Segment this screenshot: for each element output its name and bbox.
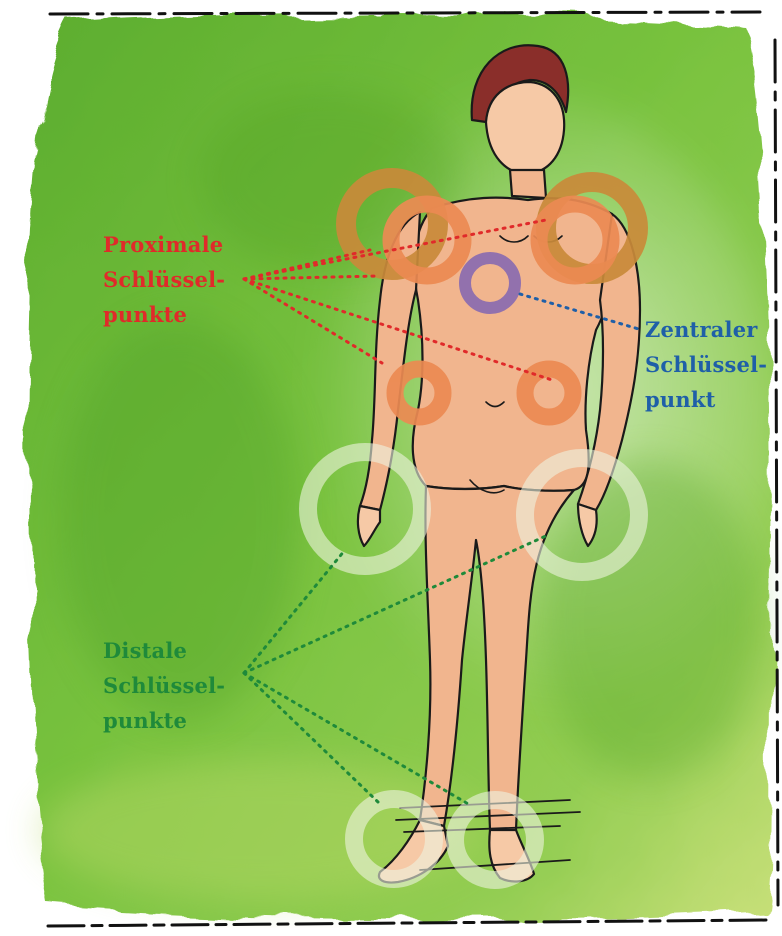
distal-label-line1: Distale [103, 633, 225, 668]
distal-key-points-label: Distale Schlüssel- punkte [103, 633, 225, 738]
head [486, 82, 564, 174]
proximal-label-line3: punkte [103, 297, 225, 332]
proximal-key-points-label: Proximale Schlüssel- punkte [103, 227, 225, 332]
proximal-label-line2: Schlüssel- [103, 262, 225, 297]
central-label-line3: punkt [645, 382, 767, 417]
central-label-line2: Schlüssel- [645, 347, 767, 382]
central-label-line1: Zentraler [645, 312, 767, 347]
distal-label-line2: Schlüssel- [103, 668, 225, 703]
proximal-label-line1: Proximale [103, 227, 225, 262]
distal-label-line3: punkte [103, 703, 225, 738]
central-key-point-label: Zentraler Schlüssel- punkt [645, 312, 767, 417]
